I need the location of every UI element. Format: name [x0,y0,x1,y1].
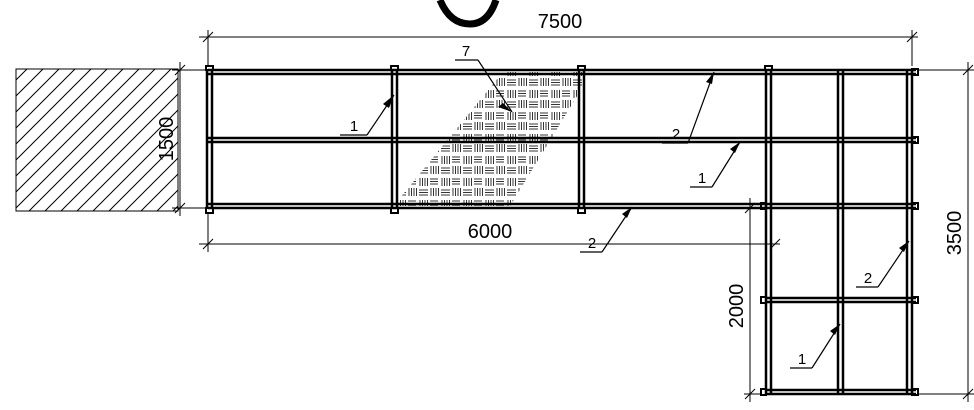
cropped-heading-fragment [436,0,500,28]
callout-2-right: 2 [864,270,872,287]
hatched-wall [15,68,179,212]
callout-1-top-left: 1 [350,118,358,135]
callout-arrowheads [383,72,909,335]
dim-3500-label: 3500 [944,211,966,256]
dim-1500-label: 1500 [156,117,178,162]
dim-7500-label: 7500 [538,11,583,33]
callout-1-middle: 1 [698,170,706,187]
callout-1-branch: 1 [798,351,806,368]
callout-7-panel: 7 [462,43,470,60]
dim-6000-label: 6000 [468,221,513,243]
dim-2000-label: 2000 [726,284,748,329]
callout-2-top: 2 [672,126,680,143]
rail-end-caps [205,65,919,396]
scaffold-frame [205,68,916,396]
callout-2-bottom: 2 [588,235,596,252]
